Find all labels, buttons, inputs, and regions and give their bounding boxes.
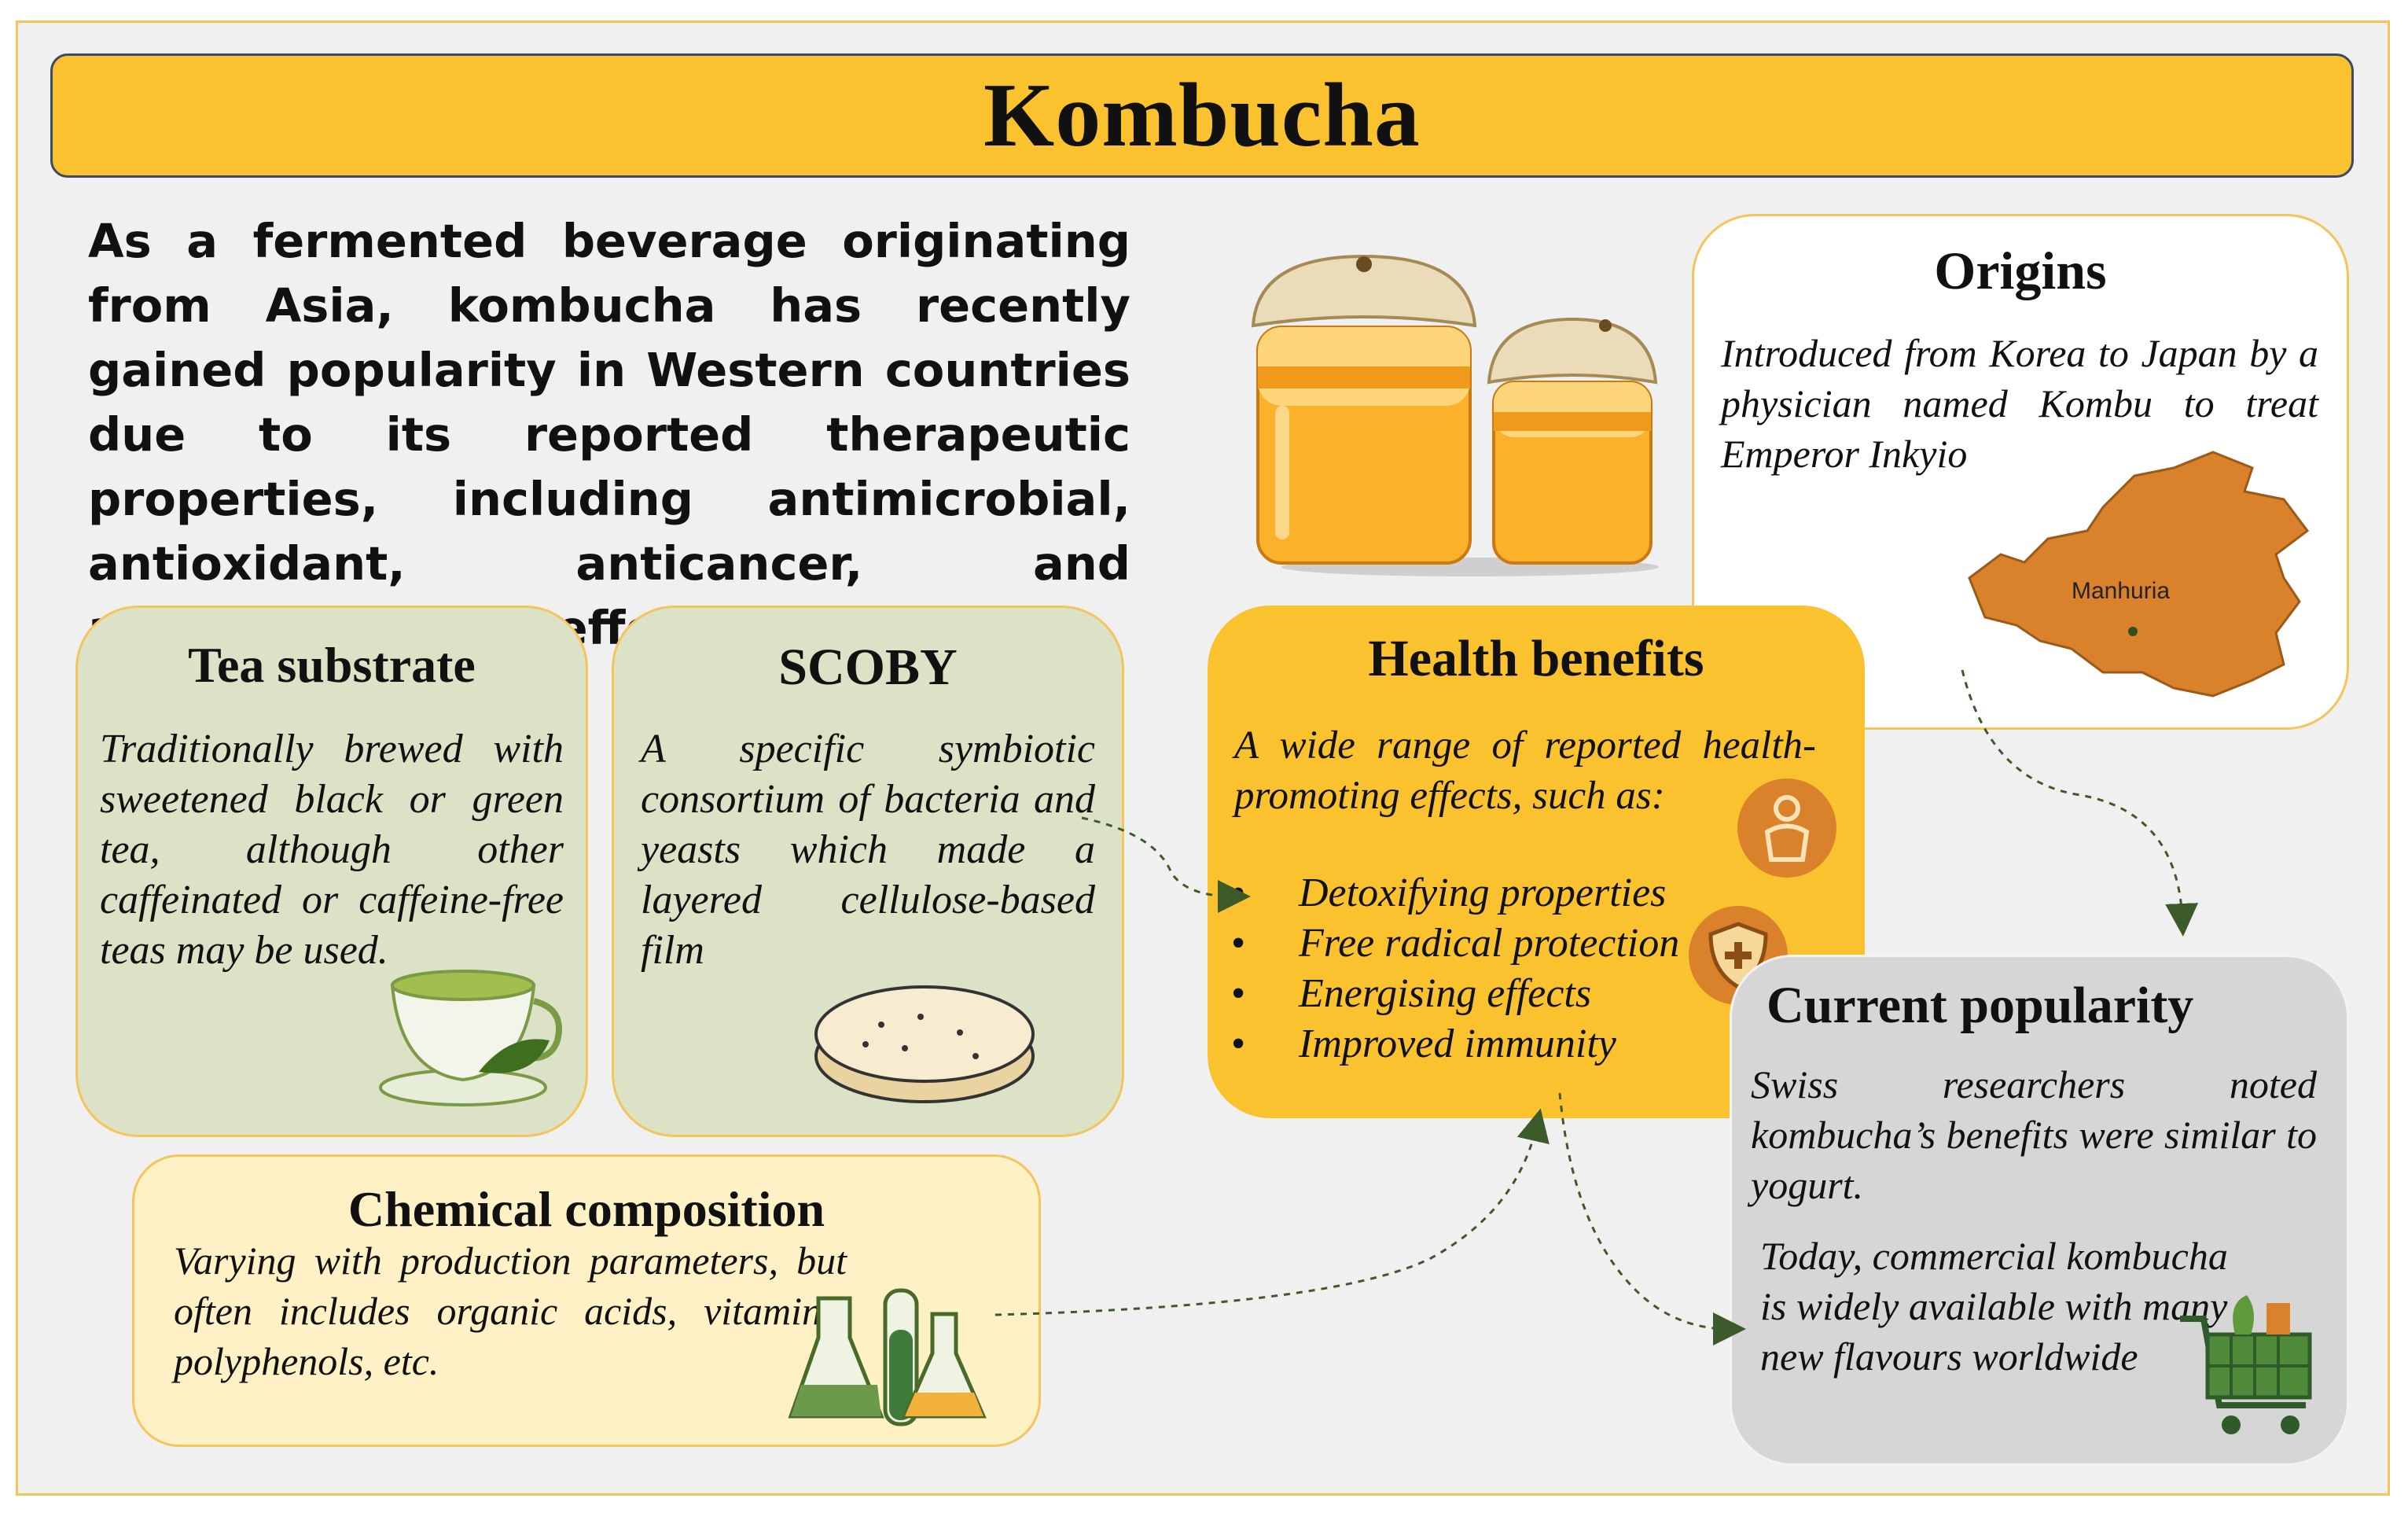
scoby-disc-icon	[814, 985, 1035, 1103]
scoby-heading: SCOBY	[778, 639, 958, 696]
health-benefits-lead: A wide range of reported health-promotin…	[1234, 723, 1816, 818]
health-benefit-item: Energising effects	[1231, 969, 1679, 1019]
current-popularity-heading: Current popularity	[1766, 977, 2194, 1034]
map-label: Manhuria	[2072, 578, 2170, 604]
health-benefit-item: Free radical protection	[1231, 918, 1679, 969]
health-benefit-item: Improved immunity	[1231, 1019, 1679, 1069]
tea-substrate-heading: Tea substrate	[188, 637, 476, 693]
scoby-text: A specific symbiotic consortium of bacte…	[641, 727, 1095, 973]
chemical-composition-text: Varying with production parameters, but …	[174, 1239, 847, 1383]
tea-substrate-text: Traditionally brewed with sweetened blac…	[100, 727, 564, 973]
page-title: Kombucha	[983, 64, 1421, 166]
health-benefit-item: Detoxifying properties	[1231, 868, 1679, 918]
current-popularity-text-2: Today, commercial kombucha is widely ava…	[1760, 1234, 2228, 1379]
tea-cup-icon	[379, 970, 562, 1106]
current-popularity-box: Current popularity Swiss researchers not…	[1730, 955, 2349, 1466]
chemical-composition-box: Chemical composition Varying with produc…	[132, 1154, 1041, 1447]
origins-text: Introduced from Korea to Japan by a phys…	[1721, 331, 2318, 476]
current-popularity-text-1: Swiss researchers noted kombucha’s benef…	[1751, 1062, 2317, 1207]
chemical-composition-heading: Chemical composition	[347, 1181, 825, 1237]
wellness-person-icon	[1737, 779, 1836, 878]
lab-flasks-icon	[788, 1288, 987, 1426]
health-benefits-heading: Health benefits	[1368, 630, 1704, 687]
scoby-box: SCOBY A specific symbiotic consortium of…	[612, 606, 1124, 1137]
china-map: Manhuria	[1968, 451, 2310, 698]
title-banner: Kombucha	[50, 53, 2354, 178]
kombucha-jars-illustration	[1251, 254, 1659, 576]
tea-substrate-box: Tea substrate Traditionally brewed with …	[75, 606, 588, 1137]
origins-heading: Origins	[1934, 241, 2107, 300]
health-benefits-list: Detoxifying properties Free radical prot…	[1231, 868, 1679, 1069]
intro-paragraph: As a fermented beverage originating from…	[88, 214, 1130, 655]
shopping-cart-icon	[2180, 1295, 2312, 1434]
health-benefits-box: Health benefits A wide range of reported…	[1208, 606, 1865, 1118]
